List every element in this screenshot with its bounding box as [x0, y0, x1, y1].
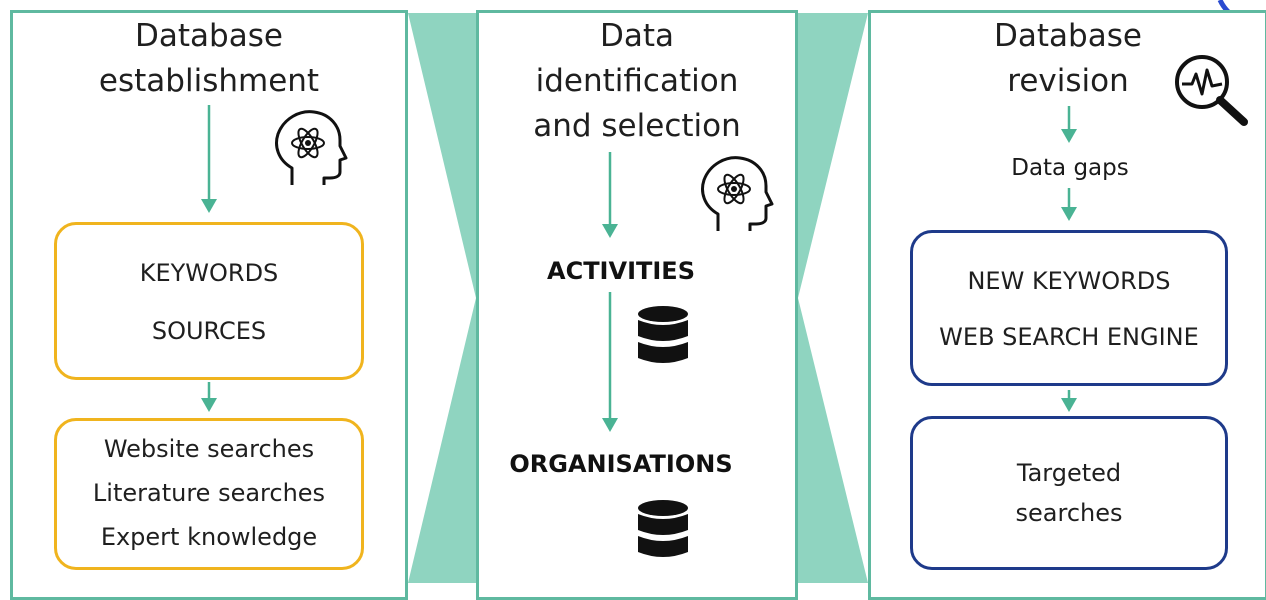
- new-keywords: NEW KEYWORDS: [967, 267, 1171, 295]
- panel1-title-line1: Database: [135, 18, 283, 54]
- search-methods-box: Website searches Literature searches Exp…: [54, 418, 364, 570]
- expert-knowledge: Expert knowledge: [100, 523, 318, 551]
- box-keywords: KEYWORDS: [139, 259, 279, 287]
- targeted-line1: Targeted: [1016, 459, 1122, 487]
- arrowhead-7: [1061, 398, 1077, 412]
- chevron-right: [798, 13, 868, 583]
- panel3-title: Database revision: [868, 14, 1266, 104]
- web-search-engine: WEB SEARCH ENGINE: [939, 323, 1199, 351]
- database-icon: [638, 306, 688, 363]
- literature-searches: Literature searches: [92, 479, 326, 507]
- keywords-sources-box: KEYWORDS SOURCES: [54, 222, 364, 380]
- organisations-label: ORGANISATIONS: [509, 450, 733, 478]
- targeted-searches-box: Targeted searches: [910, 416, 1228, 570]
- arrows-and-icons: [201, 55, 1248, 557]
- panel2-title-line2: identification: [535, 63, 739, 99]
- arrowhead-6: [1061, 207, 1077, 221]
- brain-atom-head-icon: [701, 156, 774, 231]
- targeted-line2: searches: [1015, 499, 1123, 527]
- brain-atom-head-icon: [275, 110, 348, 185]
- database-icon: [638, 500, 688, 557]
- panel1-title: Database establishment: [10, 14, 408, 104]
- panel-data-identification: [476, 10, 798, 600]
- new-keywords-box: NEW KEYWORDS WEB SEARCH ENGINE: [910, 230, 1228, 386]
- arrowhead-1: [201, 199, 217, 213]
- panel2-title: Data identification and selection: [476, 14, 798, 149]
- activities-label: ACTIVITIES: [547, 257, 695, 285]
- arrowhead-3: [602, 224, 618, 238]
- arrowhead-4: [602, 418, 618, 432]
- data-gaps-label: Data gaps: [1011, 155, 1129, 181]
- panel3-title-line1: Database: [994, 18, 1142, 54]
- magnifier-pulse-icon: [1175, 55, 1248, 126]
- box-sources: SOURCES: [151, 317, 267, 345]
- chevron-left: [408, 13, 476, 583]
- website-searches: Website searches: [103, 435, 315, 463]
- arrowhead-5: [1061, 129, 1077, 143]
- arrowhead-2: [201, 398, 217, 412]
- panel2-title-line3: and selection: [533, 108, 741, 144]
- panel2-title-line1: Data: [599, 18, 675, 54]
- panel1-title-line2: establishment: [98, 63, 320, 99]
- panel3-title-line2: revision: [1007, 63, 1129, 99]
